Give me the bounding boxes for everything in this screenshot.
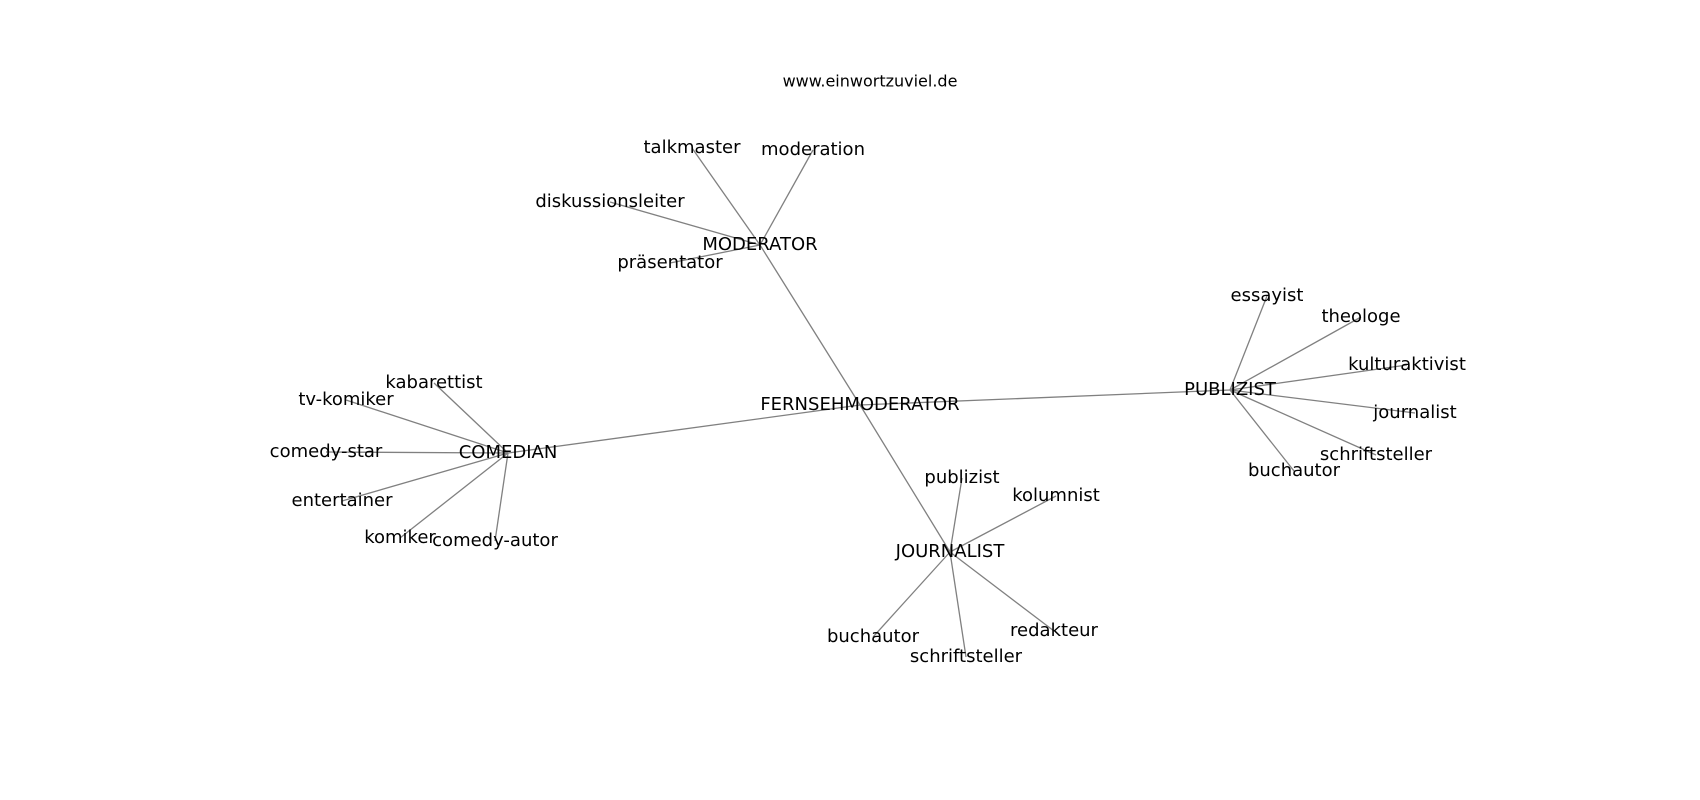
- node-leaf-journalist-redakteur: redakteur: [1010, 620, 1098, 641]
- edge-moderator-praesentator: [669, 244, 761, 264]
- edge-journalist-redakteur: [949, 551, 1055, 632]
- edge-comedian-comedy-star: [325, 451, 509, 454]
- node-leaf-comedian-comedy-autor: comedy-autor: [432, 530, 558, 551]
- edge-journalist-kolumnist: [949, 495, 1057, 553]
- node-hub-moderator: MODERATOR: [702, 234, 817, 255]
- node-leaf-comedian-tv-komiker: tv-komiker: [298, 389, 394, 410]
- node-leaf-moderator-talkmaster: talkmaster: [644, 137, 742, 158]
- node-hub-publizist: PUBLIZIST: [1184, 379, 1277, 400]
- node-leaf-publizist-kulturaktivist: kulturaktivist: [1348, 354, 1466, 375]
- edge-publizist-kulturaktivist: [1229, 364, 1408, 391]
- edge-publizist-essayist: [1229, 295, 1268, 391]
- node-leaf-journalist-publizist: publizist: [924, 467, 999, 488]
- node-leaf-publizist-theologe: theologe: [1321, 306, 1400, 327]
- node-leaf-comedian-comedy-star: comedy-star: [270, 441, 383, 462]
- edge-publizist-buchautor: [1229, 389, 1295, 472]
- edge-root-journalist: [859, 404, 951, 553]
- node-leaf-publizist-schriftsteller: schriftsteller: [1320, 444, 1433, 465]
- node-leaf-comedian-komiker: komiker: [364, 527, 436, 548]
- node-hub-comedian: COMEDIAN: [459, 442, 558, 463]
- labels-layer: FERNSEHMODERATOR MODERATOR talkmaster moder…: [270, 137, 1466, 667]
- node-root-fernsehmoderator: FERNSEHMODERATOR: [760, 394, 959, 415]
- node-leaf-journalist-kolumnist: kolumnist: [1012, 485, 1100, 506]
- node-leaf-publizist-journalist: journalist: [1372, 402, 1456, 423]
- edge-root-moderator: [759, 244, 861, 406]
- edge-comedian-comedy-autor: [494, 452, 509, 542]
- edge-journalist-schriftsteller: [949, 551, 967, 658]
- edges-layer: [325, 147, 1416, 658]
- edge-root-publizist: [859, 389, 1231, 406]
- edge-moderator-moderation: [759, 149, 814, 246]
- node-leaf-comedian-entertainer: entertainer: [292, 490, 394, 511]
- edge-root-comedian: [507, 404, 861, 454]
- node-leaf-moderator-diskussionsleiter: diskussionsleiter: [535, 191, 685, 212]
- node-leaf-journalist-schriftsteller: schriftsteller: [910, 646, 1023, 667]
- node-leaf-journalist-buchautor: buchautor: [827, 626, 920, 647]
- edge-comedian-komiker: [399, 452, 509, 539]
- edge-comedian-tv-komiker: [345, 399, 509, 454]
- edge-publizist-schriftsteller: [1229, 389, 1377, 456]
- node-leaf-comedian-kabarettist: kabarettist: [385, 372, 482, 393]
- node-hub-journalist: JOURNALIST: [895, 541, 1006, 562]
- node-leaf-publizist-buchautor: buchautor: [1248, 460, 1341, 481]
- site-watermark: www.einwortzuviel.de: [783, 72, 958, 91]
- edge-publizist-theologe: [1229, 316, 1362, 391]
- node-leaf-publizist-essayist: essayist: [1231, 285, 1304, 306]
- edge-moderator-diskussionsleiter: [609, 201, 761, 246]
- node-leaf-moderator-moderation: moderation: [761, 139, 865, 160]
- edge-moderator-talkmaster: [691, 147, 761, 246]
- node-leaf-moderator-praesentator: präsentator: [617, 252, 723, 273]
- edge-comedian-kabarettist: [433, 382, 509, 454]
- edge-journalist-publizist: [949, 477, 963, 553]
- edge-comedian-entertainer: [341, 452, 509, 502]
- edge-publizist-journalist: [1229, 389, 1416, 414]
- edge-journalist-buchautor: [872, 551, 951, 638]
